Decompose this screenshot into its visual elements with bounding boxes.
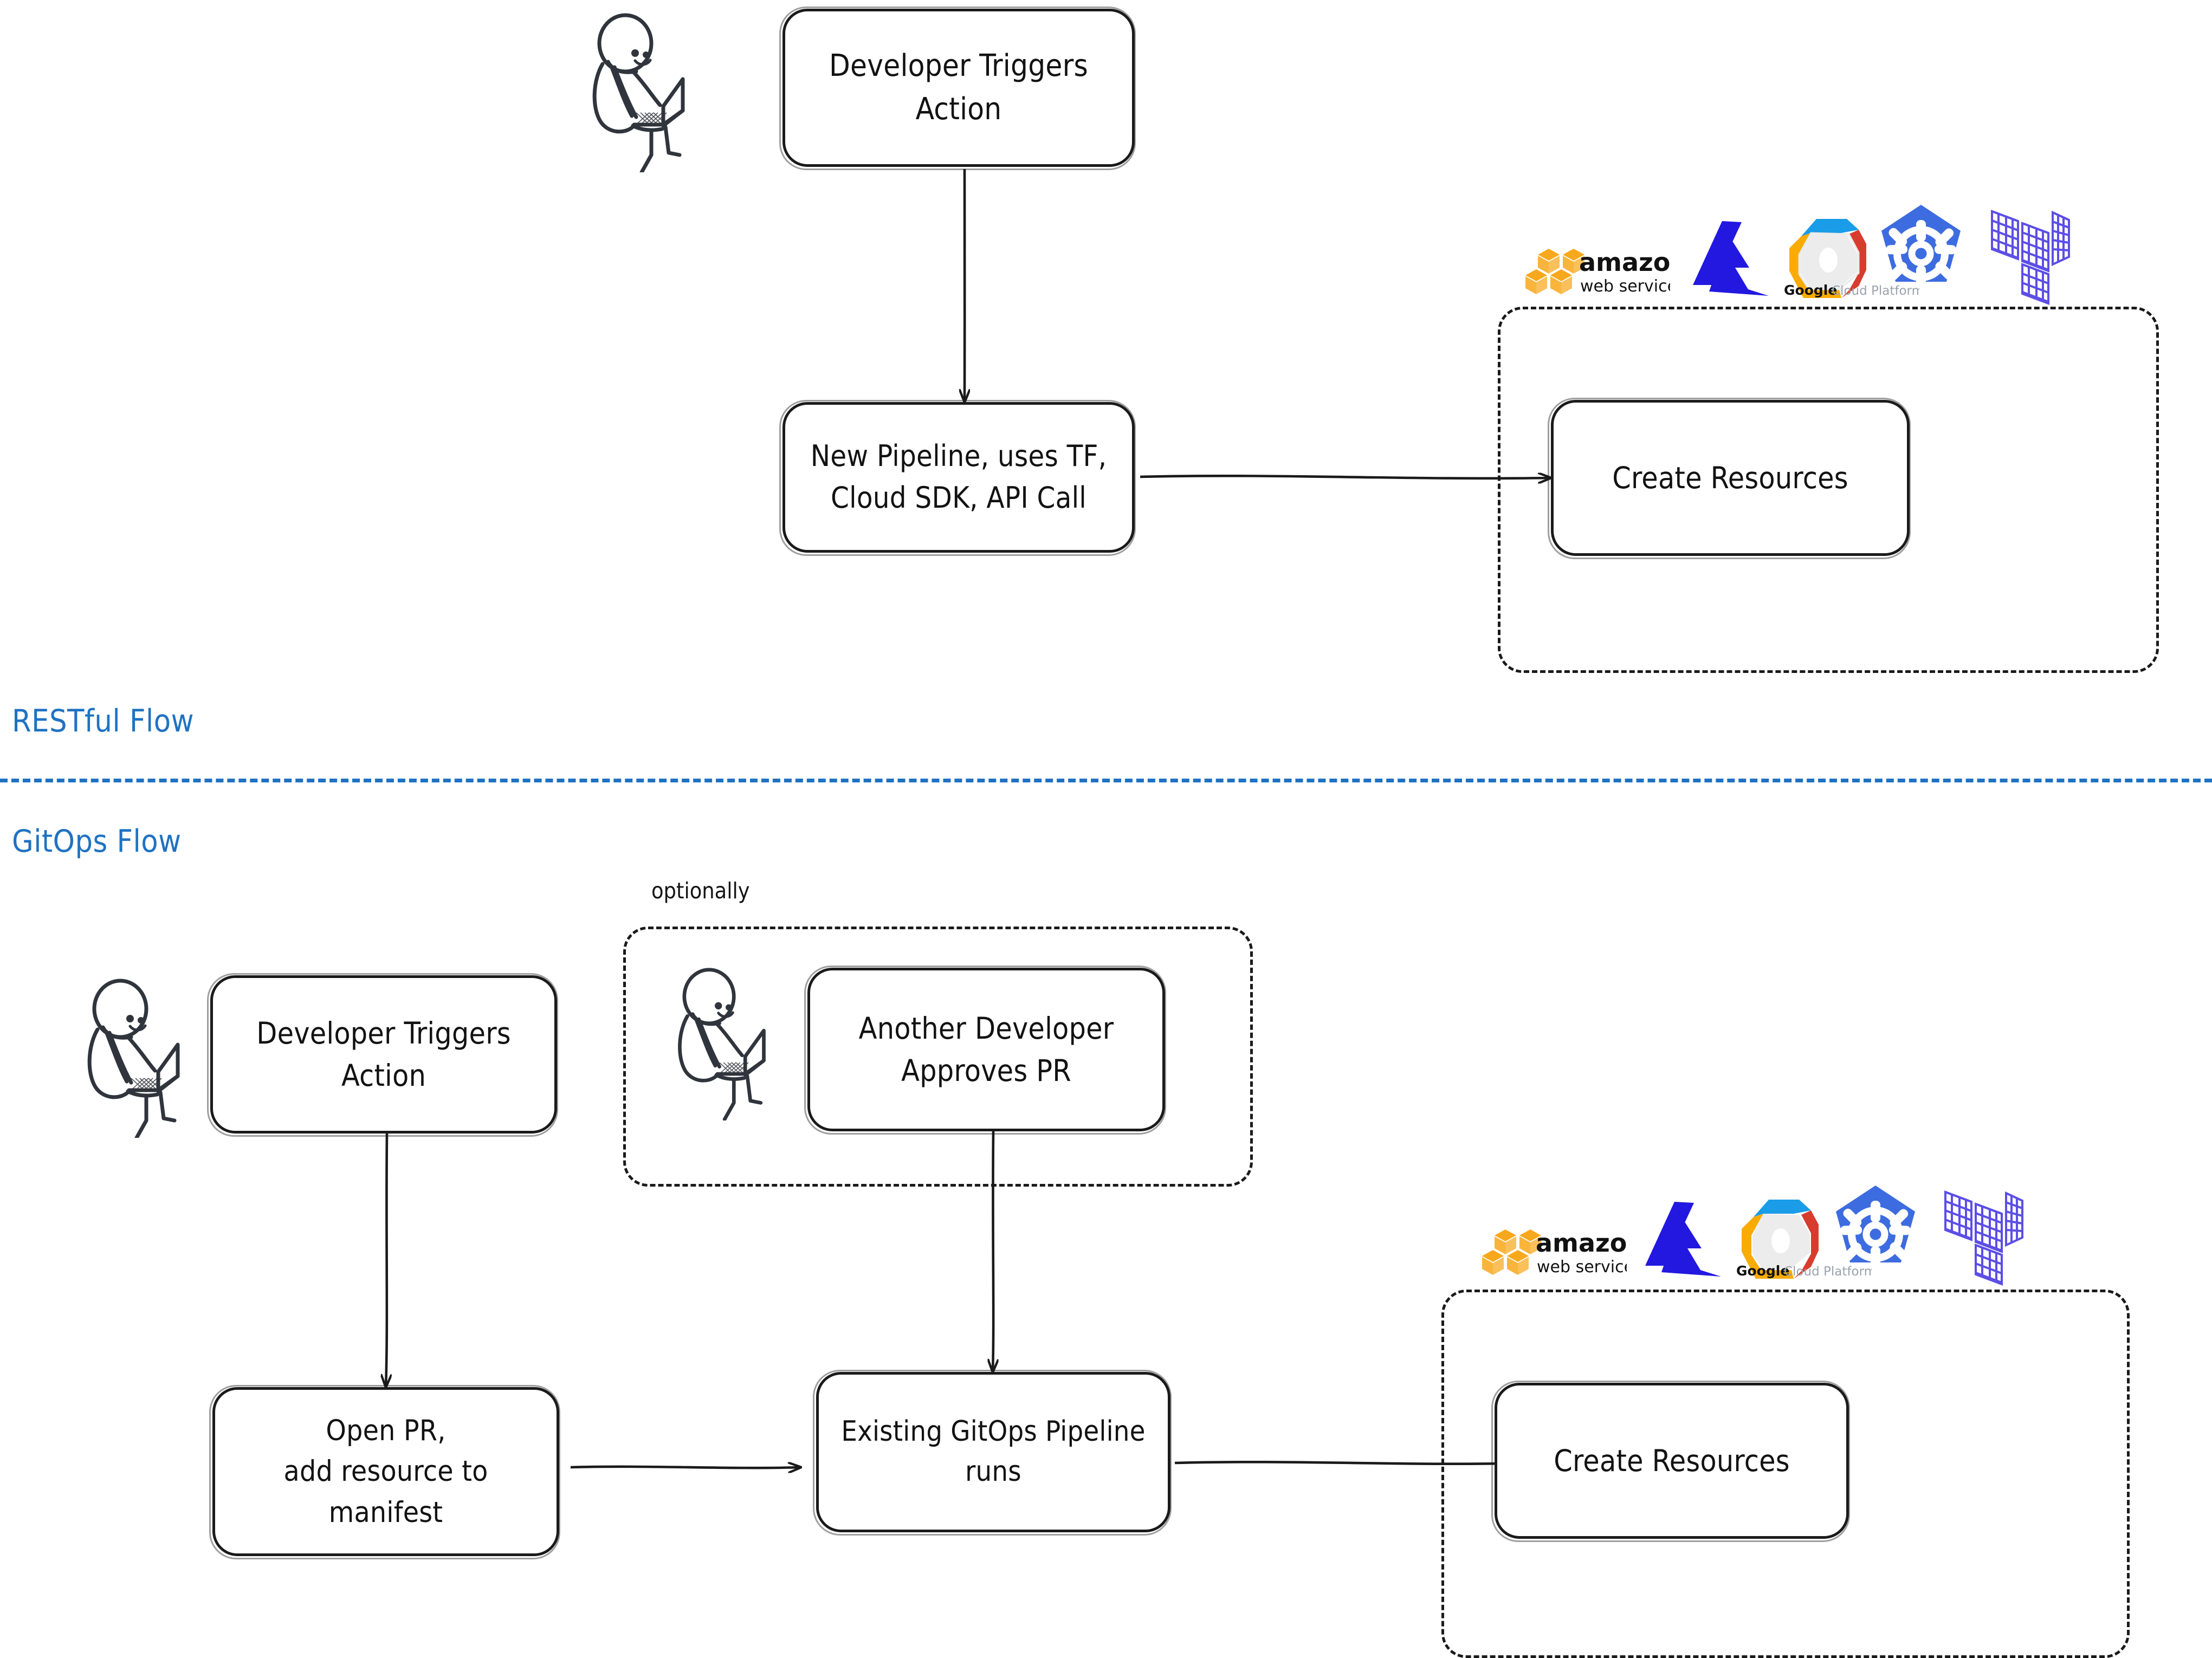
cloud-provider-group-top (1498, 307, 2159, 673)
node-label: Create Resources (1600, 457, 1860, 499)
azure-logo (1645, 1202, 1721, 1277)
node-label: New Pipeline, uses TF, Cloud SDK, API Ca… (799, 436, 1118, 519)
gcp-wordmark-google: Google (1736, 1263, 1789, 1279)
section-label-restful: RESTful Flow (12, 703, 195, 739)
node-developer-triggers-action-bottom[interactable]: Developer Triggers Action (207, 973, 558, 1137)
section-label-gitops: GitOps Flow (12, 824, 182, 859)
node-create-resources-bottom[interactable]: Create Resources (1491, 1381, 1850, 1542)
edge-dev-to-openpr (386, 1133, 387, 1387)
node-label-line2: Cloud SDK, API Call (831, 481, 1086, 515)
kubernetes-logo (1836, 1186, 1915, 1268)
node-label: Existing GitOps Pipeline runs (829, 1412, 1157, 1492)
node-another-developer-approves-pr[interactable]: Another Developer Approves PR (804, 966, 1166, 1135)
node-label-line2: Approves PR (901, 1053, 1071, 1088)
azure-logo (1693, 221, 1769, 296)
node-label-line1: Create Resources (1612, 460, 1848, 495)
node-label: Developer Triggers Action (244, 1012, 522, 1097)
gcp-wordmark-cloud-platform: Cloud Platform (1784, 1265, 1872, 1279)
aws-logo: amazon web services (1525, 248, 1670, 296)
cloud-logo-row-top: amazon web services Google Cloud Platfor… (1523, 200, 2151, 309)
node-label-line1: Developer Triggers (256, 1015, 511, 1051)
aws-subtext: web services (1580, 277, 1670, 296)
aws-wordmark: amazon (1579, 248, 1670, 277)
gcp-wordmark-cloud-platform: Cloud Platform (1832, 284, 1919, 298)
kubernetes-logo (1881, 205, 1961, 287)
developer-stick-figure (87, 979, 180, 1138)
node-label: Developer Triggers Action (817, 44, 1100, 131)
node-label: Another Developer Approves PR (847, 1007, 1126, 1092)
node-label-line1: Another Developer (858, 1011, 1114, 1046)
edge-pipeline-to-resources (1140, 476, 1551, 478)
optionally-group (623, 927, 1253, 1187)
node-create-resources-top[interactable]: Create Resources (1548, 398, 1911, 559)
optionally-note: optionally (651, 878, 750, 904)
node-open-pr-add-resource[interactable]: Open PR, add resource to manifest (209, 1385, 560, 1559)
node-label-line1: Developer Triggers (829, 48, 1088, 84)
aws-logo: amazon web services (1482, 1228, 1627, 1277)
developer-stick-figure (592, 13, 685, 172)
node-label-line2: Action (341, 1058, 426, 1093)
node-label-line1: Create Resources (1554, 1443, 1790, 1478)
node-developer-triggers-action-top[interactable]: Developer Triggers Action (779, 7, 1136, 170)
aws-subtext: web services (1537, 1258, 1627, 1277)
node-existing-gitops-pipeline[interactable]: Existing GitOps Pipeline runs (813, 1370, 1172, 1536)
gcp-logo: Google Cloud Platform (1784, 219, 1919, 298)
developer-stick-figure (678, 968, 766, 1121)
section-separator (0, 779, 2212, 782)
node-label-line1: Existing GitOps Pipeline (841, 1415, 1146, 1448)
gcp-logo: Google Cloud Platform (1736, 1200, 1872, 1279)
terraform-logo (1991, 210, 2070, 305)
gcp-wordmark-google: Google (1784, 282, 1837, 298)
node-label-line1: New Pipeline, uses TF, (810, 439, 1107, 474)
node-label-line3: manifest (328, 1495, 443, 1529)
cloud-logo-row-bottom: amazon web services Google Cloud Platfor… (1479, 1181, 2119, 1290)
node-new-pipeline[interactable]: New Pipeline, uses TF, Cloud SDK, API Ca… (779, 400, 1136, 556)
node-label-line2: runs (965, 1455, 1021, 1488)
edge-openpr-to-pipeline (570, 1467, 801, 1468)
aws-wordmark: amazon (1536, 1228, 1627, 1258)
node-label-line2: add resource to (283, 1455, 488, 1488)
terraform-logo (1944, 1190, 2023, 1286)
node-label: Open PR, add resource to manifest (272, 1410, 500, 1533)
node-label: Create Resources (1542, 1440, 1802, 1482)
node-label-line2: Action (915, 92, 1002, 127)
node-label-line1: Open PR, (326, 1414, 446, 1448)
